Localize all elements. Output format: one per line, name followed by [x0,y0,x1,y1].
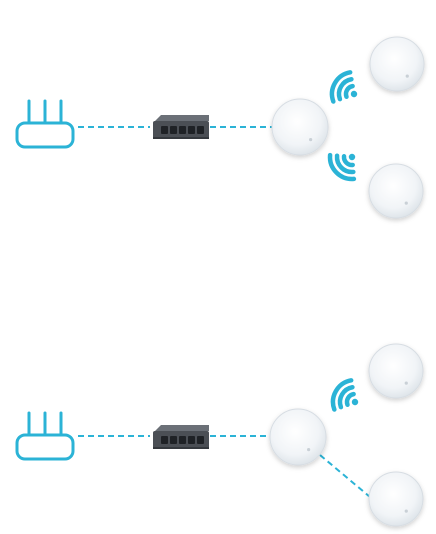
ethernet-switch-icon [153,115,209,139]
switch-port [188,126,195,134]
deco-shell [271,98,329,156]
deco-shell [368,343,424,399]
router-icon [15,411,75,461]
deco-shell [368,471,424,527]
deco-satellite [368,343,424,399]
switch-port [197,126,204,134]
switch-port [170,436,177,444]
wifi-arc [327,152,357,182]
wifi-dot [350,90,358,98]
wifi-arc [343,83,355,99]
switch-port [179,126,186,134]
deco-led [307,448,311,452]
deco-satellite [368,163,424,219]
router-body [15,121,75,149]
wifi-dot [351,398,359,406]
deco-shell [369,36,425,92]
deco-shell [368,163,424,219]
deco-satellite [369,36,425,92]
switch-base [153,137,209,139]
deco-led [404,381,408,385]
deco-main-unit [271,98,329,156]
switch-top [155,115,209,121]
wifi-dot [348,153,356,161]
deco-led [405,74,409,78]
switch-top [155,425,209,431]
wifi-icon [329,70,358,104]
wifi-icon [327,152,357,182]
diagram-mixed-backhaul [15,343,424,527]
deco-shell [269,408,327,466]
wifi-arc [344,391,356,407]
wifi-arc [329,70,353,104]
wifi-arc [334,153,356,175]
router-icon [15,99,75,149]
switch-port [197,436,204,444]
wifi-arc [336,76,354,102]
diagram-wireless-backhaul [15,36,425,219]
switch-port [170,126,177,134]
deco-led [404,201,408,205]
switch-port [179,436,186,444]
wifi-arc [341,154,355,168]
switch-base [153,447,209,449]
wifi-arc [330,378,354,412]
router-body [15,433,75,461]
deco-main-unit [269,408,327,466]
switch-port [161,126,168,134]
wifi-icon [330,378,359,412]
deco-led [309,138,313,142]
switch-port [161,436,168,444]
switch-port [188,436,195,444]
deco-led [404,509,408,513]
ethernet-switch-icon [153,425,209,449]
deco-satellite [368,471,424,527]
wifi-arc [337,384,355,410]
ethernet-link [319,454,371,498]
